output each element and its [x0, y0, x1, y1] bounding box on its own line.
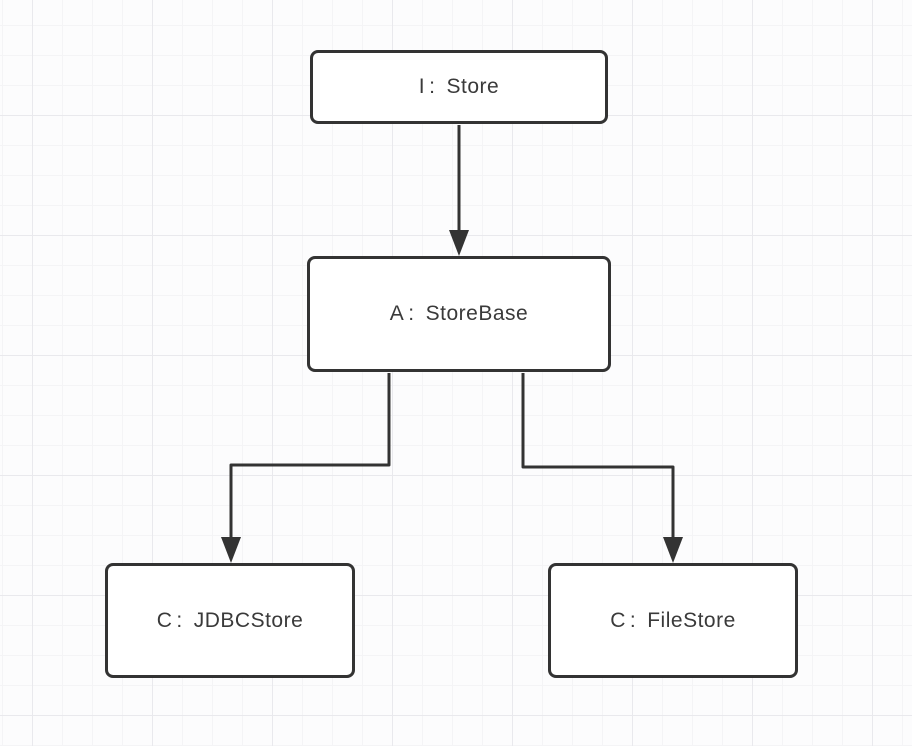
- arrowhead-down-icon: [663, 537, 683, 563]
- node-type-prefix: A: [389, 302, 405, 325]
- edge-line: [229, 373, 391, 539]
- node-label-colon: :: [429, 75, 436, 98]
- node-jdbcstore[interactable]: C: JDBCStore: [105, 563, 355, 678]
- node-label-colon: :: [408, 302, 415, 325]
- node-type-prefix: C: [156, 608, 173, 632]
- node-label: JDBCStore: [193, 608, 304, 632]
- edge-line: [521, 373, 675, 539]
- edge-storebase-filestore[interactable]: [521, 373, 683, 563]
- node-label: Store: [446, 75, 500, 98]
- node-store[interactable]: I: Store: [310, 50, 608, 124]
- node-label: StoreBase: [425, 302, 529, 325]
- node-type-prefix: C: [610, 608, 626, 632]
- node-label-colon: :: [629, 608, 637, 632]
- node-storebase[interactable]: A: StoreBase: [307, 256, 611, 372]
- edge-store-storebase[interactable]: [449, 125, 469, 256]
- node-label-colon: :: [176, 608, 183, 632]
- edge-storebase-jdbcstore[interactable]: [221, 373, 391, 563]
- node-filestore[interactable]: C: FileStore: [548, 563, 798, 678]
- arrowhead-down-icon: [449, 230, 469, 256]
- node-label: FileStore: [647, 608, 736, 632]
- node-type-prefix: I: [418, 75, 426, 98]
- arrowhead-down-icon: [221, 537, 241, 563]
